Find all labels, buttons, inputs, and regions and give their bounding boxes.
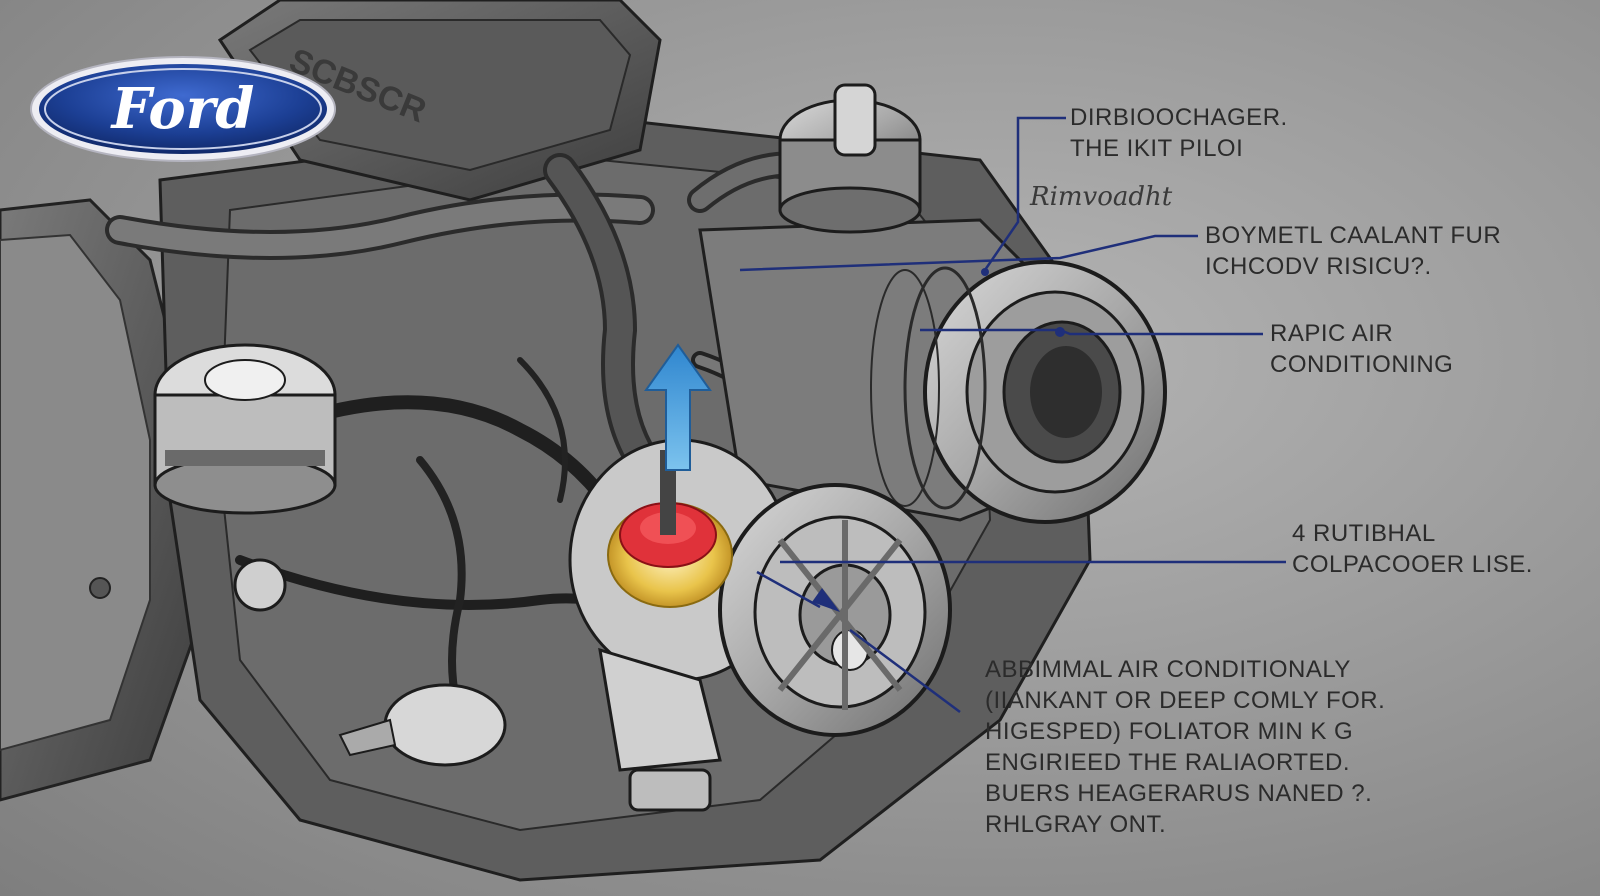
callout-5-line-6: RHLGRAY ONT. xyxy=(985,811,1167,838)
engine-cover: SCBSCR xyxy=(217,0,662,202)
highlight-marker xyxy=(607,343,733,608)
callout-coolant: BOYMETL CAALANT FUR ICHCODV RISICU?. xyxy=(1205,220,1501,282)
callout-2-line-1: BOYMETL CAALANT FUR xyxy=(1205,222,1502,249)
oil-filter xyxy=(153,343,337,515)
leader-arrowheads xyxy=(812,268,1065,612)
callout-3-line-2: CONDITIONING xyxy=(1270,351,1454,378)
lower-fittings xyxy=(233,558,712,812)
callout-2-line-2: ICHCODV RISICU?. xyxy=(1205,253,1432,280)
handwritten-note: Rimvoadht xyxy=(1030,182,1173,212)
callout-5-line-4: ENGIRIEED THE RALIAORTED. xyxy=(985,749,1351,776)
callout-5-line-5: BUERS HEAGERARUS NANED ?. xyxy=(985,780,1373,807)
callout-5-line-2: (IIANKANT OR DEEP COMLY FOR. xyxy=(985,687,1386,714)
callout-turbocharger: DIRBIOOCHAGER. THE IKIT PILOI xyxy=(1070,102,1288,164)
callout-3-line-1: RAPIC AIR xyxy=(1270,320,1394,347)
callout-5-line-3: HIGESPED) FOLIATOR MIN K G xyxy=(985,718,1354,745)
callout-1-line-1: DIRBIOOCHAGER. xyxy=(1070,104,1288,131)
left-housing xyxy=(0,198,202,802)
callout-compressor: 4 RUTIBHAL COLPACOOER LISE. xyxy=(1292,518,1533,580)
canister xyxy=(778,83,922,234)
ford-logo: Ford xyxy=(30,56,336,162)
callout-4-line-1: 4 RUTIBHAL xyxy=(1292,520,1436,547)
callout-4-line-2: COLPACOOER LISE. xyxy=(1292,551,1533,578)
callout-5-line-1: ABBIMMAL AIR CONDITIONALY xyxy=(985,656,1351,683)
turbo-housing xyxy=(698,218,1167,524)
leader-lines xyxy=(739,116,1286,714)
callout-abnormal-ac: ABBIMMAL AIR CONDITIONALY (IIANKANT OR D… xyxy=(985,654,1385,840)
callout-1-line-2: THE IKIT PILOI xyxy=(1070,135,1244,162)
ford-logo-text: Ford xyxy=(110,76,255,142)
callout-rapid-air: RAPIC AIR CONDITIONING xyxy=(1270,318,1453,380)
